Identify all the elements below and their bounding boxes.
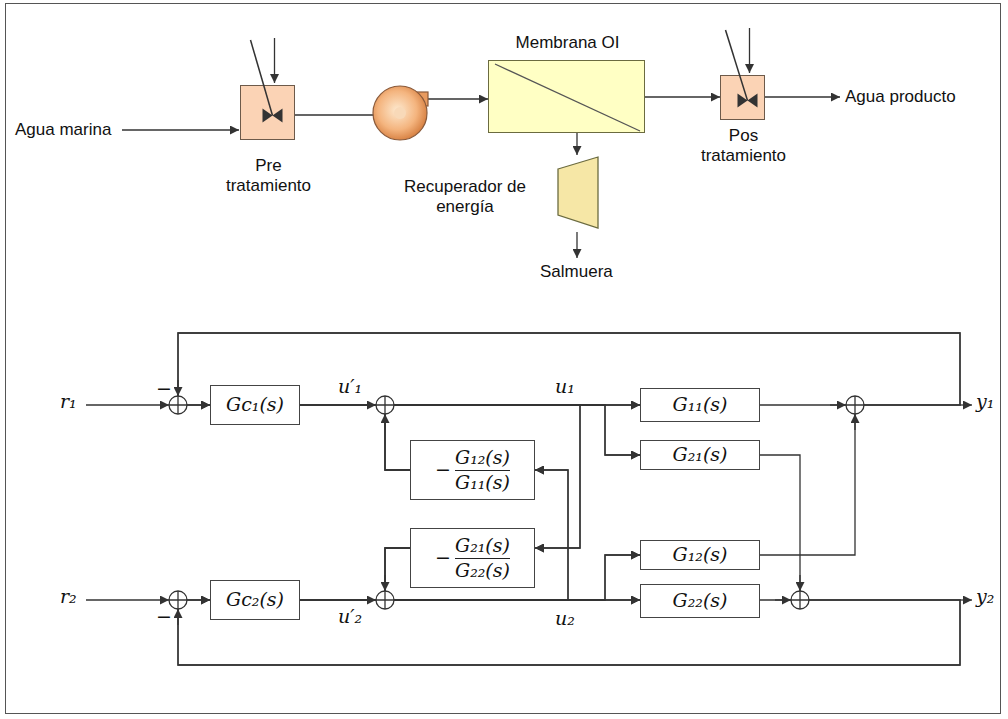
signal-connector	[385, 405, 580, 548]
fraction-row: −G₂₁(s) G₂₂(s)	[435, 535, 510, 582]
node-label: Recuperador de energía	[390, 177, 540, 216]
signal-connector	[178, 455, 960, 665]
block-label: G₁₁(s)	[673, 394, 728, 416]
plant-block: G₂₂(s)	[640, 584, 760, 618]
signal-label: y₁	[976, 391, 994, 413]
block-label: G₂₂(s)	[673, 590, 728, 612]
energy-recovery-turbine-shape	[555, 155, 600, 230]
signal-connector	[178, 333, 960, 555]
denominator: G₁₁(s)	[455, 472, 510, 494]
numerator: G₁₂(s)	[455, 447, 510, 469]
summing-junctions	[169, 396, 864, 609]
signal-label: u₁	[555, 376, 575, 398]
numerator: G₂₁(s)	[455, 535, 510, 557]
minus-sign: −	[435, 547, 451, 569]
signal-label: Agua marina	[15, 120, 111, 140]
signal-label: r₁	[60, 391, 77, 413]
node-label: Pos tratamiento	[696, 126, 791, 165]
fraction: G₁₂(s) G₁₁(s)	[455, 447, 510, 494]
ro-membrane: Membrana OI	[488, 60, 645, 133]
posttreatment-tank: Pos tratamiento	[720, 75, 765, 120]
signal-label: −	[156, 606, 172, 628]
signal-label: u′₁	[338, 376, 362, 398]
signal-label: −	[156, 378, 172, 400]
energy-recovery-turbine: Recuperador de energía	[555, 155, 600, 230]
pretreatment-tank-shape	[241, 86, 296, 141]
decoupler-block: −G₂₁(s) G₂₂(s)	[410, 528, 535, 588]
block-label: Gc₁(s)	[226, 394, 284, 416]
process-lines	[122, 97, 840, 258]
signal-label: y₂	[976, 586, 994, 608]
feed-arrow	[122, 129, 239, 130]
fraction-bar	[455, 558, 510, 559]
minus-sign: −	[435, 459, 451, 481]
pump-symbol	[373, 86, 428, 140]
node-label: Pre tratamiento	[221, 156, 316, 195]
signal-label: u₂	[555, 608, 575, 630]
pretreatment-tank: Pre tratamiento	[240, 85, 295, 140]
signal-label: r₂	[60, 586, 77, 608]
signal-label: Salmuera	[540, 262, 613, 282]
fraction-bar	[455, 470, 510, 471]
plant-block: G₂₁(s)	[640, 440, 760, 470]
product-arrow	[765, 96, 840, 97]
signal-connector	[576, 133, 577, 155]
denominator: G₂₂(s)	[455, 560, 510, 582]
node-label: Membrana OI	[489, 33, 646, 53]
signal-label: Agua producto	[845, 87, 956, 107]
block-label: G₂₁(s)	[673, 444, 728, 466]
fraction: G₂₁(s) G₂₂(s)	[455, 535, 510, 582]
fraction-row: −G₁₂(s) G₁₁(s)	[435, 447, 510, 494]
posttreatment-tank-shape	[721, 76, 766, 121]
signal-connector	[645, 96, 720, 97]
signal-connector	[300, 555, 640, 600]
controller-block: Gc₂(s)	[210, 580, 300, 620]
signal-label: u′₂	[338, 606, 362, 628]
decoupler-block: −G₁₂(s) G₁₁(s)	[410, 440, 535, 500]
block-label: G₁₂(s)	[673, 544, 728, 566]
controller-block: Gc₁(s)	[210, 385, 300, 425]
plant-block: G₁₂(s)	[640, 540, 760, 570]
brine-arrow	[576, 232, 577, 258]
plant-block: G₁₁(s)	[640, 388, 760, 422]
signal-wires	[86, 380, 972, 625]
ro-membrane-shape	[489, 61, 646, 134]
signal-connector	[300, 405, 580, 548]
block-label: Gc₂(s)	[226, 589, 284, 611]
